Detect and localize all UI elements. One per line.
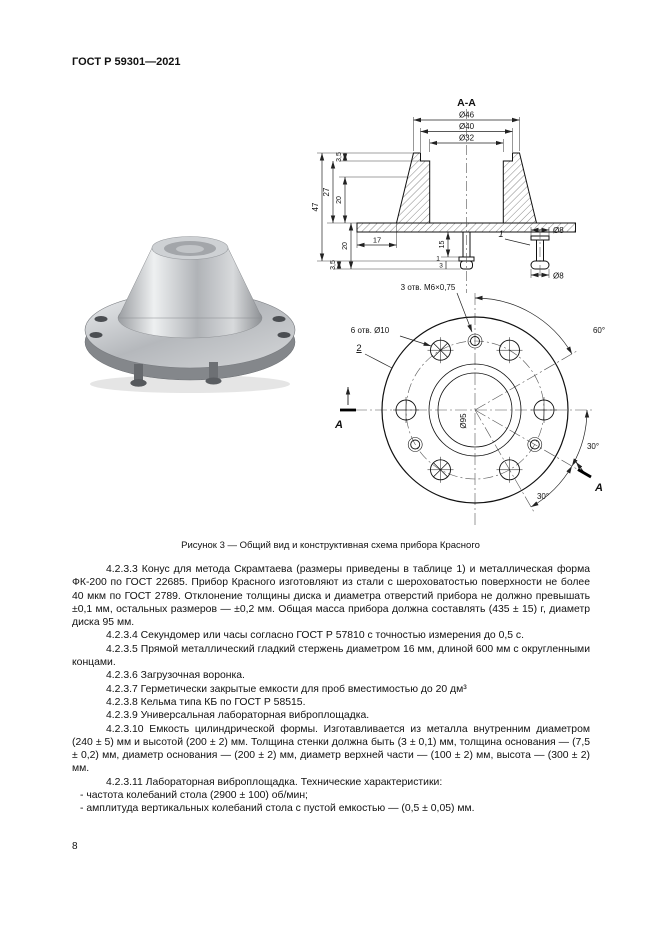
paragraph: 4.2.3.8 Кельма типа КБ по ГОСТ Р 58515. bbox=[106, 696, 306, 708]
angle-30-b: 30° bbox=[537, 492, 549, 501]
cut-label-a-left: А bbox=[334, 419, 343, 431]
figure-caption: Рисунок 3 — Общий вид и конструктивная с… bbox=[181, 540, 480, 551]
thread-note: 3 отв. М6×0,75 bbox=[401, 283, 456, 292]
dim-35-top: 3,5 bbox=[336, 152, 343, 162]
body-text: 4.2.3.3 Конус для метода Скрамтаева (раз… bbox=[72, 563, 590, 816]
paragraph: 4.2.3.3 Конус для метода Скрамтаева (раз… bbox=[72, 564, 590, 629]
holes-note: 6 отв. Ø10 bbox=[351, 326, 390, 335]
paragraph: 4.2.3.6 Загрузочная воронка. bbox=[106, 670, 245, 682]
doc-number: ГОСТ Р 59301—2021 bbox=[72, 56, 181, 68]
dim-dia40: Ø40 bbox=[459, 122, 475, 131]
dim-47: 47 bbox=[311, 202, 320, 211]
photo-feet bbox=[130, 362, 222, 387]
dim-3: 3 bbox=[439, 263, 443, 270]
dim-20-inner: 20 bbox=[336, 196, 343, 204]
list-item: - амплитуда вертикальных колебаний стола… bbox=[80, 803, 475, 815]
dim-dia8-top: Ø8 bbox=[553, 226, 564, 235]
angle-30-a: 30° bbox=[587, 442, 599, 451]
callout-part-1: 1 bbox=[498, 229, 503, 239]
section-cut-marks bbox=[340, 387, 592, 479]
section-view-drawing: А-А bbox=[311, 97, 576, 293]
device-photo bbox=[84, 236, 296, 393]
dim-17: 17 bbox=[373, 236, 381, 245]
callout-part-2: 2 bbox=[356, 343, 361, 354]
dim-dia95: Ø95 bbox=[459, 413, 468, 429]
center-lines bbox=[355, 293, 595, 527]
page-number: 8 bbox=[72, 841, 78, 852]
dim-1: 1 bbox=[436, 256, 440, 263]
cut-label-a-right: А bbox=[594, 482, 603, 494]
figure-3: А-А bbox=[0, 88, 661, 553]
dim-dia8-bottom: Ø8 bbox=[553, 272, 564, 281]
dim-20-lower: 20 bbox=[342, 242, 349, 250]
dim-dia32: Ø32 bbox=[459, 134, 475, 143]
center-lines bbox=[466, 109, 541, 293]
paragraph: 4.2.3.7 Герметически закрытые емкости дл… bbox=[106, 683, 467, 695]
angle-dimension-arcs bbox=[474, 295, 590, 508]
paragraph: 4.2.3.4 Секундомер или часы согласно ГОС… bbox=[106, 630, 524, 642]
photo-cone bbox=[117, 236, 263, 339]
paragraph: 4.2.3.10 Емкость цилиндрической формы. И… bbox=[72, 723, 590, 775]
dim-15: 15 bbox=[439, 241, 446, 249]
paragraph: 4.2.3.9 Универсальная лабораторная вибро… bbox=[106, 710, 370, 722]
leader-lines bbox=[364, 292, 473, 369]
top-view-drawing: 3 отв. М6×0,75 6 отв. Ø10 2 Ø95 60° 30° … bbox=[334, 283, 605, 527]
dim-35-lower: 3,5 bbox=[330, 260, 337, 270]
paragraph: 4.2.3.5 Прямой металлический гладкий сте… bbox=[72, 643, 590, 669]
dim-dia46: Ø46 bbox=[459, 111, 475, 120]
dim-27: 27 bbox=[322, 187, 331, 196]
dimension-labels: Ø46 Ø40 Ø32 47 27 3,5 20 20 3,5 17 15 1 … bbox=[311, 111, 564, 281]
top-view-labels: 3 отв. М6×0,75 6 отв. Ø10 2 Ø95 60° 30° … bbox=[334, 283, 605, 501]
list-item: - частота колебаний стола (2900 ± 100) о… bbox=[80, 790, 308, 802]
section-title: А-А bbox=[457, 97, 476, 109]
angle-60: 60° bbox=[593, 326, 605, 335]
dimension-lines bbox=[319, 117, 549, 278]
paragraph: 4.2.3.11 Лабораторная виброплощадка. Тех… bbox=[106, 776, 443, 788]
